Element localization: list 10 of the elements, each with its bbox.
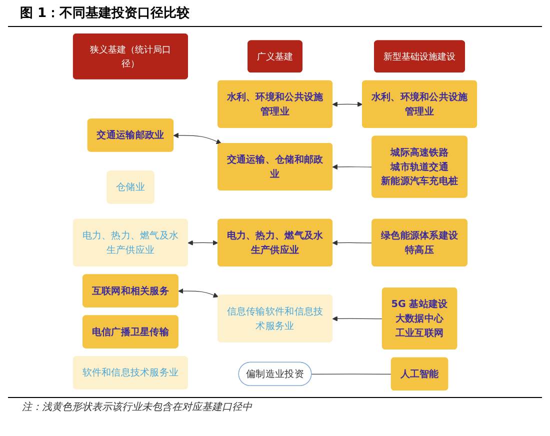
- note-text: 注：浅黄色形状表示该行业未包含在对应基建口径中: [22, 400, 254, 414]
- figure-title: 图 1：不同基建投资口径比较: [8, 0, 542, 27]
- arrow: [188, 240, 218, 246]
- arrow: [332, 164, 373, 170]
- arrow: [332, 240, 373, 246]
- arrow: [178, 288, 218, 298]
- connector: [311, 374, 392, 375]
- arrow: [332, 102, 363, 107]
- arrow: [332, 316, 383, 322]
- arrow: [173, 132, 222, 144]
